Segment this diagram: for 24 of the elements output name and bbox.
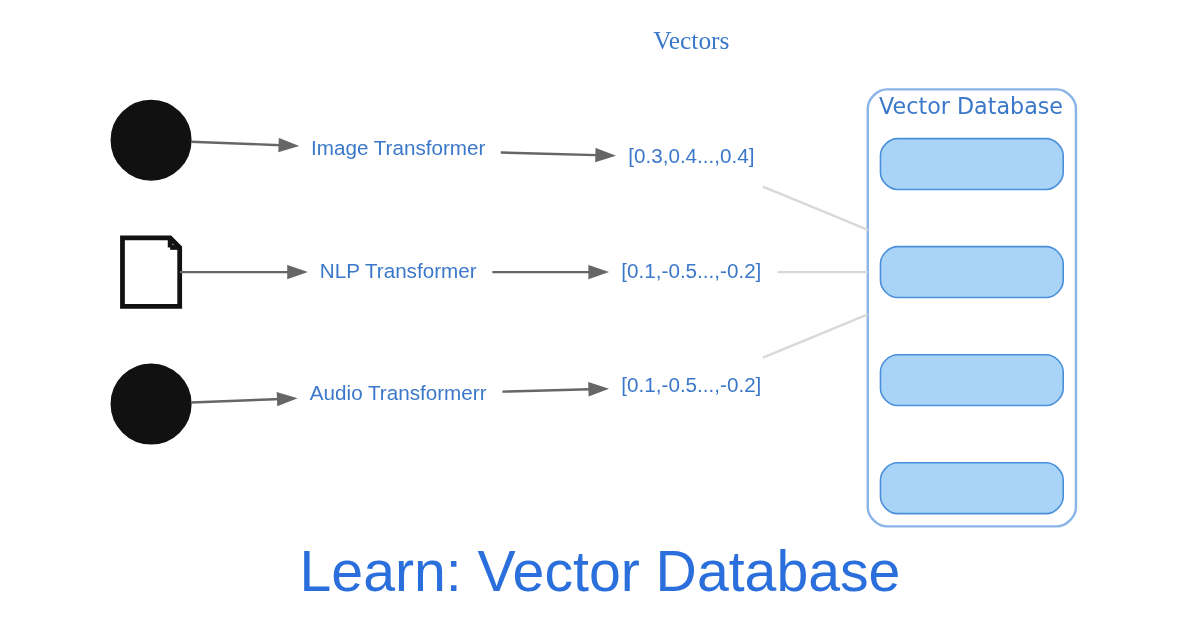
arrow: [502, 382, 610, 397]
connector: [762, 185, 869, 231]
node-bar: [879, 137, 1064, 191]
node-text: [0.1,-0.5...,-0.2]: [621, 258, 762, 282]
node-text: Image Transformer: [311, 136, 486, 160]
arrow: [190, 391, 298, 407]
node-text: [0.1,-0.5...,-0.2]: [621, 372, 762, 396]
node-text: Audio Transformerr: [309, 380, 487, 404]
arrow: [492, 264, 610, 280]
node-text: [0.3,0.4...,0.4]: [628, 144, 755, 168]
arrow: [500, 147, 617, 163]
node-circle: [110, 99, 192, 181]
cluster: Vector Database: [866, 88, 1078, 528]
label: Vectors: [653, 26, 730, 55]
node-text: NLP Transformer: [319, 258, 477, 282]
node-circle: [110, 363, 192, 445]
connector: [762, 313, 869, 359]
node-bar: [879, 353, 1064, 407]
node-bar: [879, 245, 1064, 299]
arrow: [179, 264, 308, 280]
arrow: [190, 137, 300, 153]
connector: [777, 270, 868, 274]
diagram-title: Learn: Vector Database: [299, 539, 901, 604]
node-bar: [879, 462, 1064, 515]
